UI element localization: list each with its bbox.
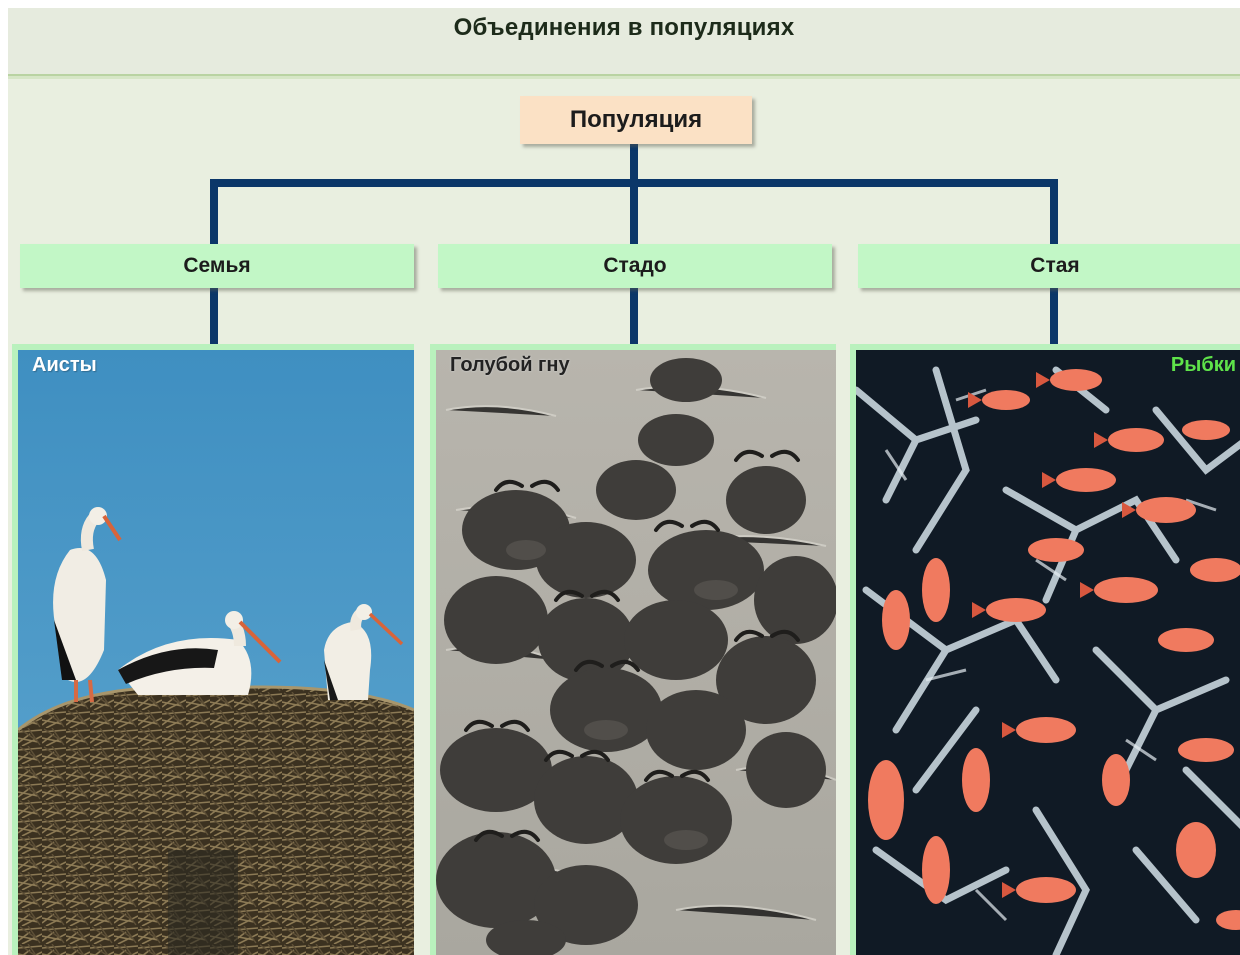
storks-caption: Аисты — [32, 354, 97, 376]
diagram-connectors — [210, 144, 1058, 348]
population-box: Популяция — [520, 96, 752, 144]
wildebeest-photo — [436, 350, 836, 955]
slide: Объединения в популяциях Популяция Семья… — [8, 8, 1240, 955]
wildebeest-caption: Голубой гну — [450, 354, 570, 376]
page-title: Объединения в популяциях — [453, 14, 795, 41]
family-box: Семья — [20, 244, 414, 288]
fish-photo — [856, 350, 1240, 955]
herd-box: Стадо — [438, 244, 832, 288]
storks-photo — [18, 350, 414, 955]
storks-photo-card — [12, 344, 414, 955]
wildebeest-photo-card — [430, 344, 836, 955]
fish-caption: Рыбки — [1170, 354, 1236, 376]
fish-photo-card — [850, 344, 1240, 955]
title-bar: Объединения в популяциях — [8, 8, 1240, 76]
flock-box: Стая — [858, 244, 1240, 288]
